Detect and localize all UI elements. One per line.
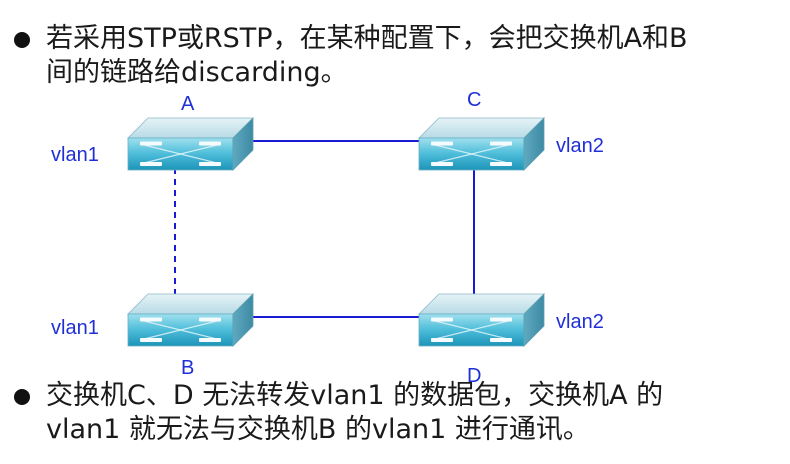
switch-b-vlan: vlan1: [51, 317, 99, 339]
bullet-1-line-2: 间的链路给discarding。: [46, 57, 348, 88]
switch-a-icon: [127, 117, 254, 171]
switch-c-icon: [418, 117, 545, 171]
bullet-2-line-1: 交换机C、D 无法转发vlan1 的数据包，交换机A 的: [46, 380, 664, 411]
switch-b-name: B: [181, 357, 194, 379]
switch-d-vlan: vlan2: [556, 311, 604, 333]
switch-a-vlan: vlan1: [51, 144, 99, 166]
switch-c-vlan: vlan2: [556, 135, 604, 157]
bullet-dot-icon: [14, 389, 30, 405]
switch-a-name: A: [181, 93, 195, 115]
bullet-dot-icon: [14, 32, 30, 48]
bullet-2-line-2: vlan1 就无法与交换机B 的vlan1 进行通讯。: [46, 414, 590, 445]
switch-c-name: C: [467, 89, 481, 111]
bullet-text-1: 若采用STP或RSTP，在某种配置下，会把交换机A和B 间的链路给discard…: [46, 22, 786, 90]
bullet-text-2: 交换机C、D 无法转发vlan1 的数据包，交换机A 的 vlan1 就无法与交…: [46, 379, 786, 447]
switch-b-icon: [127, 293, 254, 347]
bullet-1-line-1: 若采用STP或RSTP，在某种配置下，会把交换机A和B: [46, 23, 688, 54]
switch-d-name: D: [467, 365, 481, 387]
switch-d-icon: [418, 293, 545, 347]
